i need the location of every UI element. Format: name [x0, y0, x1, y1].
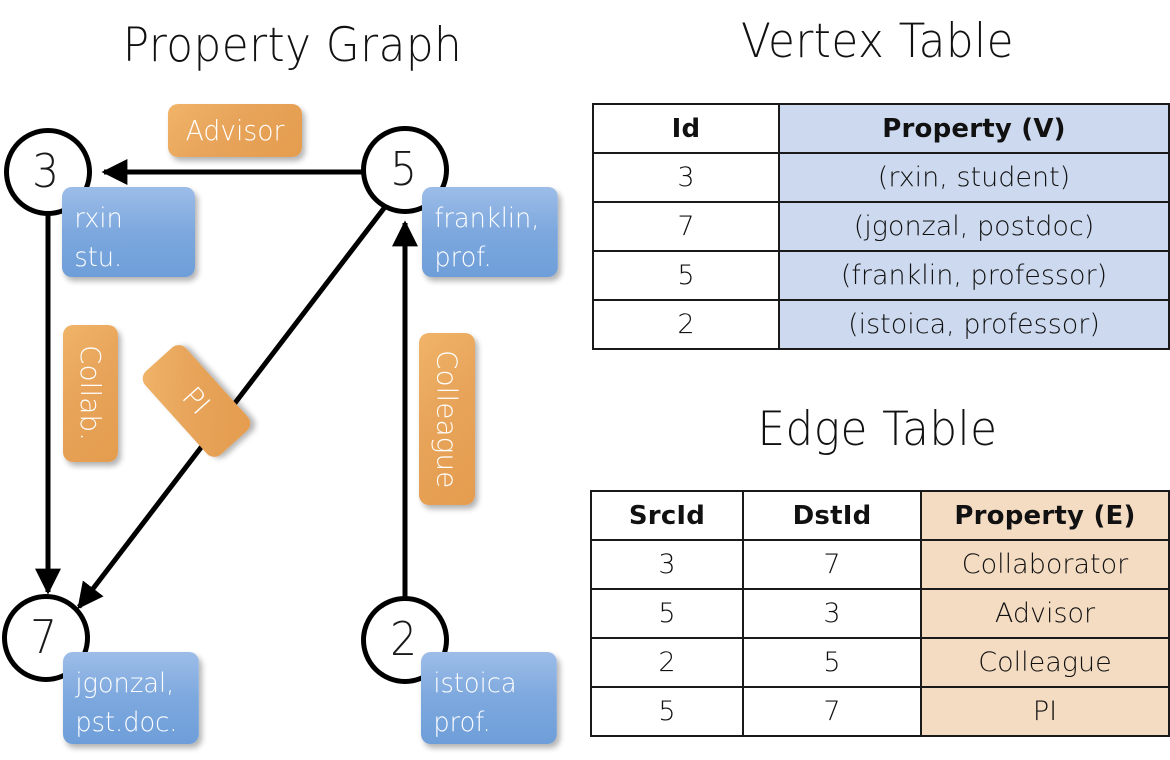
page-title-vertex-table: Vertex Table: [740, 14, 1015, 69]
edge-table-header-property: Property (E): [920, 490, 1170, 541]
edge-cell-property: Colleague: [920, 637, 1170, 688]
edge-cell-dstid: 7: [742, 686, 922, 737]
graph-node-5-label: 5: [390, 142, 418, 196]
edge-cell-property: PI: [920, 686, 1170, 737]
edge-cell-dstid: 7: [742, 539, 922, 590]
graph-node-5[interactable]: [361, 126, 449, 214]
graph-node-2-property-box: istoica prof.: [421, 652, 557, 744]
edge-label-collab-text: Collab.: [74, 345, 107, 442]
vertex-cell-id: 7: [592, 201, 780, 252]
vertex-cell-id: 3: [592, 152, 780, 203]
graph-node-7[interactable]: [2, 594, 90, 682]
node-3-property-line1: rxin: [74, 203, 123, 234]
edge-label-collab: Collab.: [63, 325, 118, 462]
vertex-cell-property: (franklin, professor): [778, 250, 1170, 301]
vertex-table: Id Property (V) 3 (rxin, student) 7 (jgo…: [592, 103, 1170, 350]
edge-table-header-srcid: SrcId: [590, 490, 744, 541]
edge-table-header-row: SrcId DstId Property (E): [590, 490, 1170, 541]
vertex-cell-property: (jgonzal, postdoc): [778, 201, 1170, 252]
table-row[interactable]: 3 (rxin, student): [592, 152, 1170, 203]
edge-cell-srcid: 5: [590, 588, 744, 639]
graph-node-5-property-box: franklin, prof.: [422, 187, 558, 277]
page-title-edge-table: Edge Table: [757, 402, 998, 457]
edge-cell-dstid: 5: [742, 637, 922, 688]
graph-node-7-label: 7: [30, 610, 58, 664]
edge-label-advisor: Advisor: [168, 104, 302, 157]
edge-cell-srcid: 3: [590, 539, 744, 590]
edge-cell-dstid: 3: [742, 588, 922, 639]
graph-node-2-label: 2: [390, 612, 418, 666]
edge-label-colleague-text: Colleague: [430, 349, 464, 489]
table-row[interactable]: 5 (franklin, professor): [592, 250, 1170, 301]
node-7-property-line1: jgonzal,: [75, 668, 175, 699]
edge-cell-property: Collaborator: [920, 539, 1170, 590]
graph-node-7-property-box: jgonzal, pst.doc.: [63, 652, 199, 744]
edge-table-header-dstid: DstId: [742, 490, 922, 541]
node-3-property-line2: stu.: [74, 242, 123, 274]
table-row[interactable]: 5 7 PI: [590, 686, 1170, 737]
edge-cell-property: Advisor: [920, 588, 1170, 639]
table-row[interactable]: 5 3 Advisor: [590, 588, 1170, 639]
vertex-cell-id: 5: [592, 250, 780, 301]
edge-label-colleague: Colleague: [419, 333, 475, 505]
node-7-property-line2: pst.doc.: [75, 707, 178, 739]
graph-node-3-property-box: rxin stu.: [62, 187, 195, 277]
vertex-cell-property: (rxin, student): [778, 152, 1170, 203]
node-2-property-line1: istoica: [433, 668, 517, 699]
edge-cell-srcid: 5: [590, 686, 744, 737]
graph-node-3-label: 3: [32, 144, 60, 198]
edge-label-advisor-text: Advisor: [185, 114, 285, 147]
edge-table: SrcId DstId Property (E) 3 7 Collaborato…: [590, 490, 1170, 737]
property-graph-diagram: 3 rxin stu. 5 franklin, prof. 7 jgonzal,…: [2, 104, 558, 744]
node-2-property-line2: prof.: [433, 707, 491, 739]
table-row[interactable]: 7 (jgonzal, postdoc): [592, 201, 1170, 252]
vertex-table-header-id: Id: [592, 103, 780, 154]
table-row[interactable]: 2 5 Colleague: [590, 637, 1170, 688]
table-row[interactable]: 2 (istoica, professor): [592, 299, 1170, 350]
node-5-property-line1: franklin,: [434, 203, 540, 234]
edge-cell-srcid: 2: [590, 637, 744, 688]
vertex-table-header-row: Id Property (V): [592, 103, 1170, 154]
page-title-property-graph: Property Graph: [122, 18, 463, 73]
vertex-cell-property: (istoica, professor): [778, 299, 1170, 350]
vertex-cell-id: 2: [592, 299, 780, 350]
edge-label-pi-text: PI: [175, 380, 218, 422]
vertex-table-header-property: Property (V): [778, 103, 1170, 154]
node-5-property-line2: prof.: [434, 242, 492, 274]
table-row[interactable]: 3 7 Collaborator: [590, 539, 1170, 590]
